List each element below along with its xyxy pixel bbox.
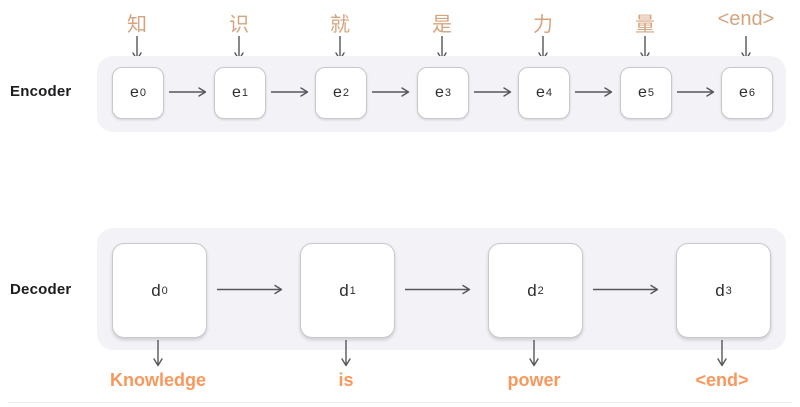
arrow-right-icon [593, 284, 659, 295]
unit-label: e [231, 84, 241, 101]
unit-subscript: 2 [342, 87, 350, 99]
unit-subscript: 3 [444, 87, 452, 99]
encoder-label: Encoder [10, 83, 72, 100]
decoder-output-token: <end> [695, 370, 749, 390]
unit-label: d [339, 280, 349, 300]
unit-subscript: 6 [748, 87, 756, 99]
unit-subscript: 4 [545, 87, 553, 99]
encoder-input-token: 是 [432, 14, 452, 36]
unit-label: d [151, 280, 161, 300]
unit-subscript: 0 [161, 284, 168, 297]
unit-label: e [129, 84, 139, 101]
decoder-label: Decoder [10, 281, 72, 298]
encoder-input-token: 识 [229, 14, 249, 36]
unit-label: d [715, 280, 725, 300]
arrow-right-icon [677, 87, 715, 97]
unit-subscript: 3 [725, 284, 732, 297]
unit-label: d [527, 280, 537, 300]
unit-label: e [434, 84, 444, 101]
encoder-input-token: 知 [127, 14, 147, 36]
arrow-right-icon [405, 284, 471, 295]
decoder-output-token: power [507, 370, 561, 390]
arrow-down-icon [717, 340, 727, 367]
arrow-right-icon [372, 87, 410, 97]
arrow-down-icon [341, 340, 351, 367]
unit-label: e [637, 84, 647, 101]
unit-subscript: 1 [241, 87, 249, 99]
arrow-down-icon [529, 340, 539, 367]
arrow-right-icon [169, 87, 207, 97]
unit-label: e [332, 84, 342, 101]
unit-label: e [535, 84, 545, 101]
decoder-output-token: Knowledge [109, 370, 206, 390]
arrow-right-icon [474, 87, 512, 97]
arrow-right-icon [575, 87, 613, 97]
encoder-input-token: 就 [330, 14, 350, 36]
bottom-divider [8, 402, 792, 403]
encoder-input-token: 力 [533, 14, 553, 36]
encoder-input-token: <end> [717, 8, 775, 30]
encoder-input-token: 量 [635, 14, 655, 36]
unit-label: e [738, 84, 748, 101]
arrow-right-icon [217, 284, 283, 295]
arrow-down-icon [153, 340, 163, 367]
unit-subscript: 5 [647, 87, 655, 99]
unit-subscript: 0 [139, 87, 147, 99]
unit-subscript: 2 [537, 284, 544, 297]
arrow-right-icon [271, 87, 309, 97]
unit-subscript: 1 [349, 284, 356, 297]
decoder-output-token: is [338, 370, 354, 390]
